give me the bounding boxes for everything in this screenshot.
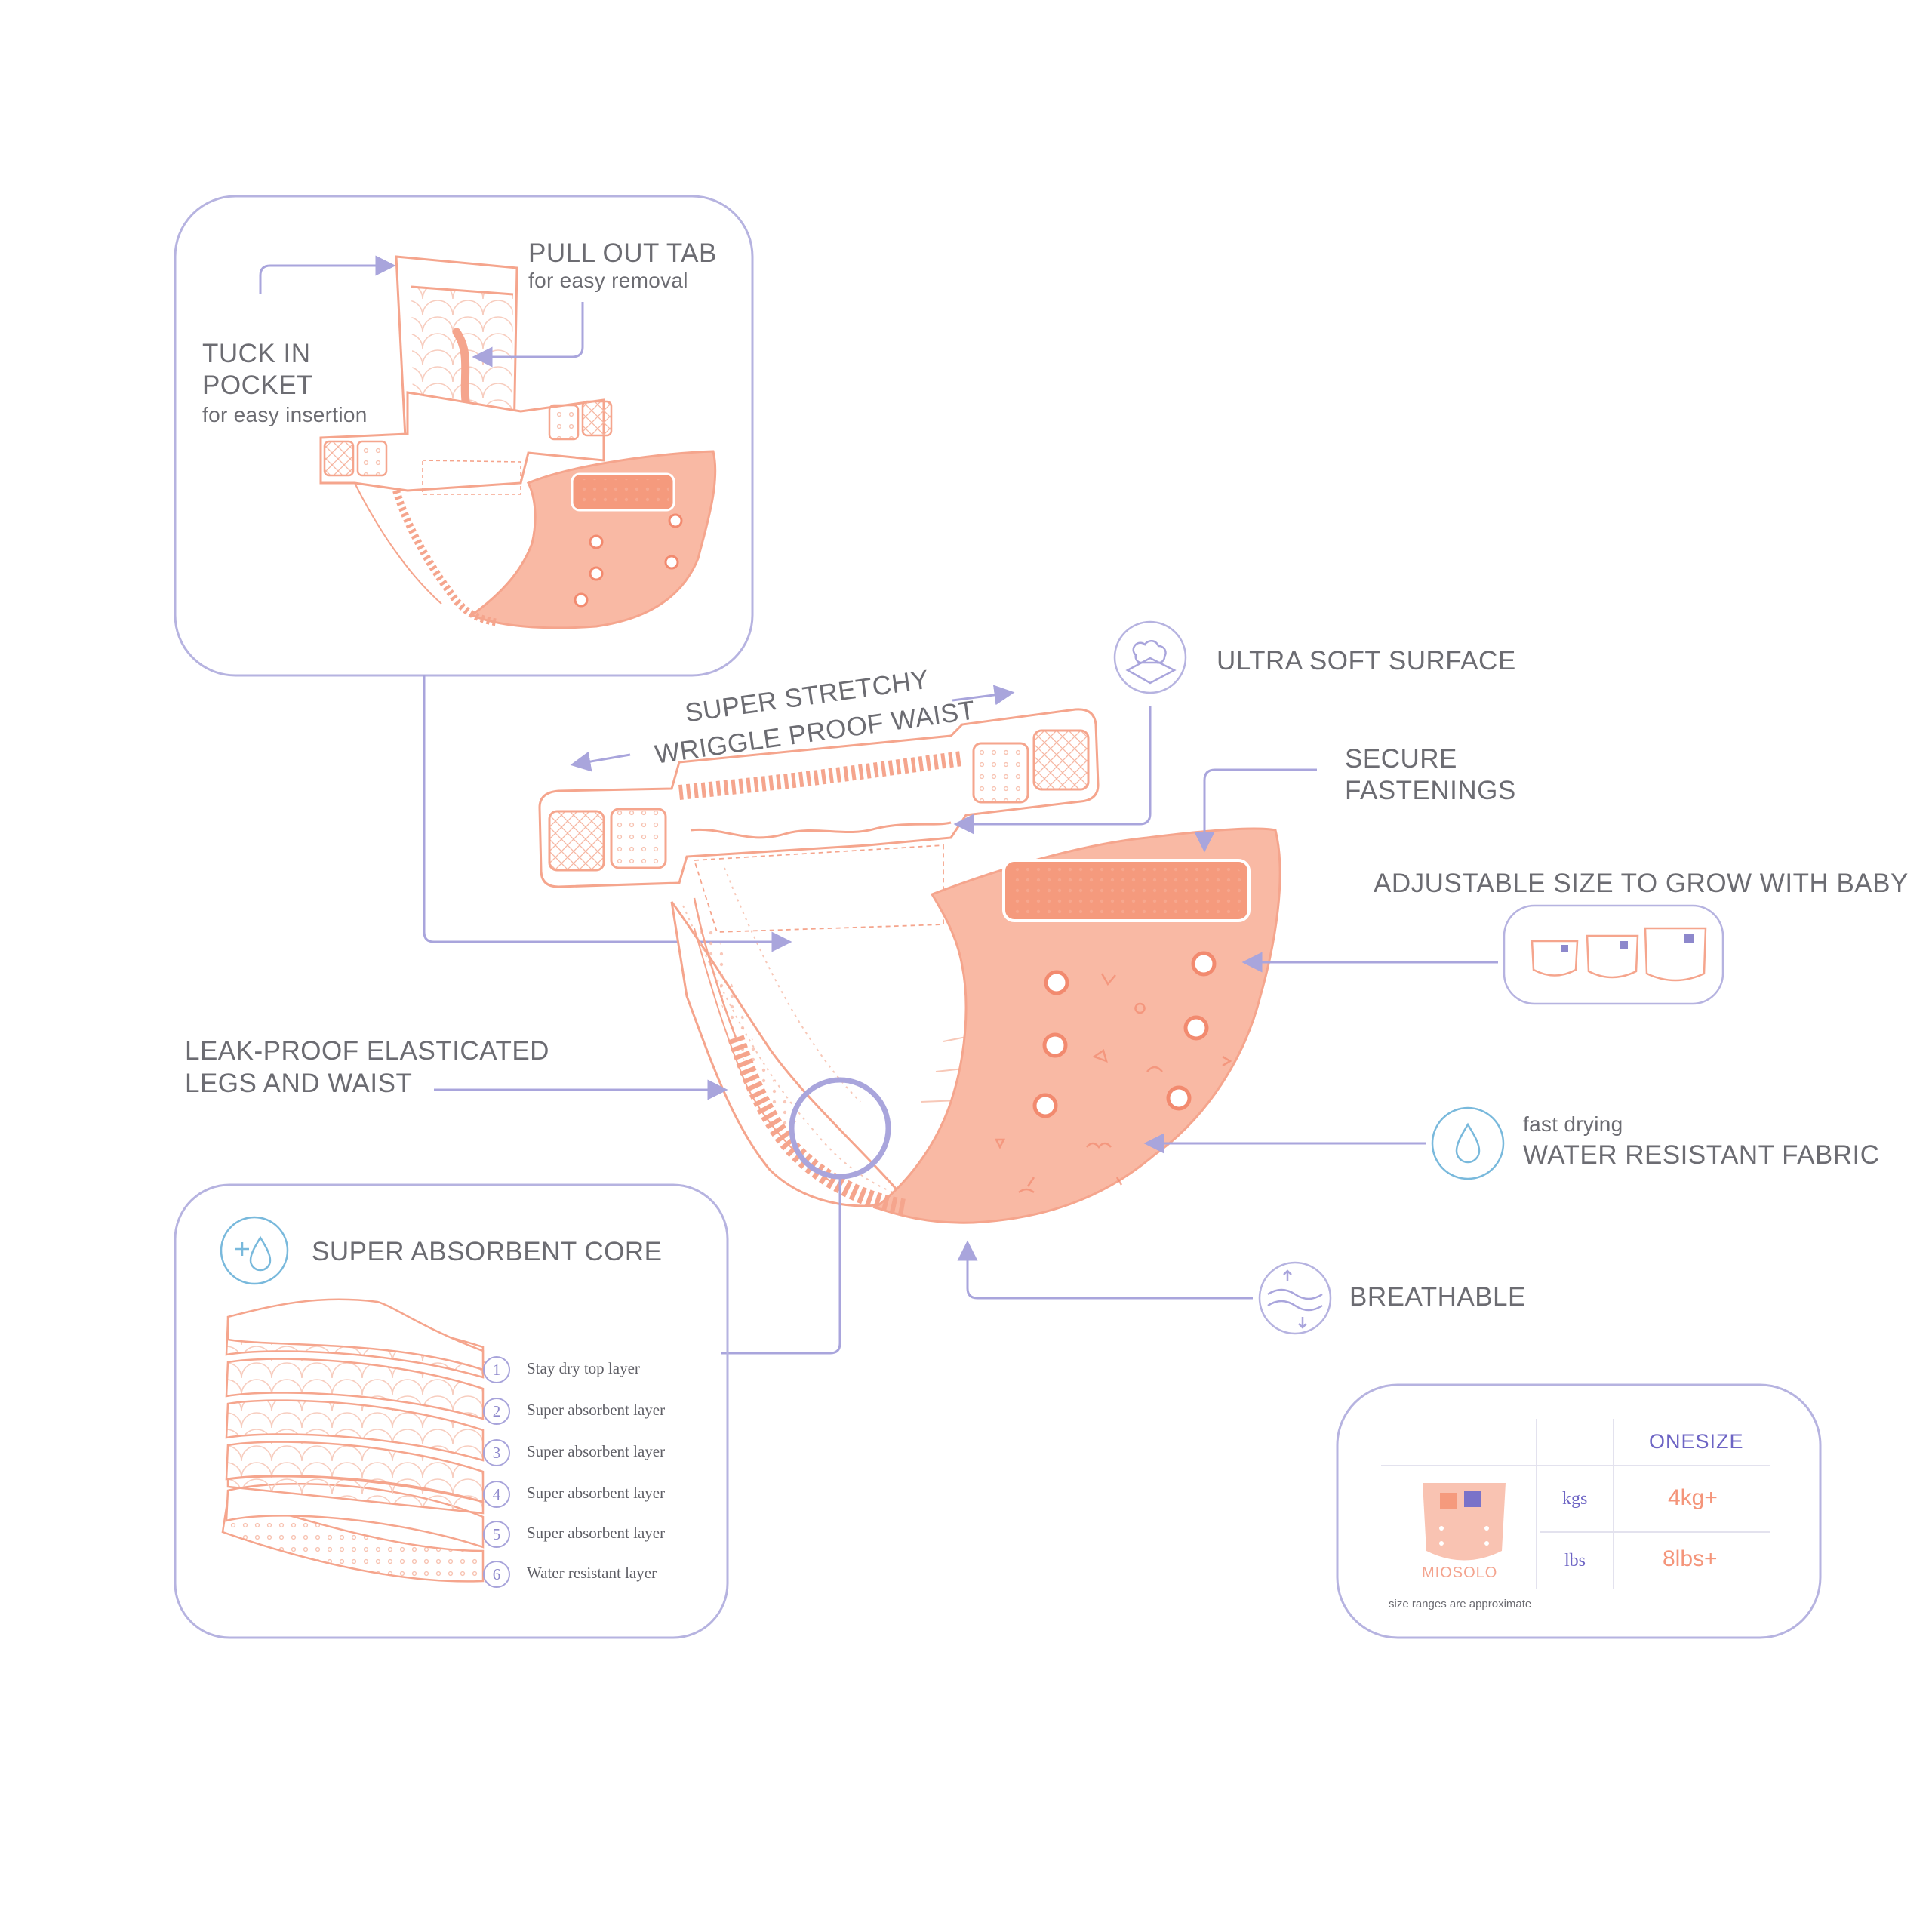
adjustable-box bbox=[1503, 904, 1724, 1005]
tuck-label-line2: POCKET bbox=[202, 371, 313, 400]
secure-arrow bbox=[1194, 768, 1317, 853]
cloud-icon bbox=[1125, 639, 1177, 685]
small-diaper-illustration bbox=[319, 255, 717, 629]
pocket-panel bbox=[174, 195, 754, 677]
tuck-sub: for easy insertion bbox=[202, 403, 368, 426]
layer-label: Super absorbent layer bbox=[527, 1524, 666, 1542]
layer-label: Water resistant layer bbox=[527, 1564, 657, 1582]
layer-number: 2 bbox=[483, 1398, 510, 1425]
value-lbs: 8lbs+ bbox=[1663, 1546, 1718, 1571]
water-resistant-label: WATER RESISTANT FABRIC bbox=[1523, 1140, 1880, 1170]
miosolo-diaper-icon bbox=[1423, 1483, 1506, 1561]
layer-label: Super absorbent layer bbox=[527, 1484, 666, 1502]
pull-arrow bbox=[472, 302, 584, 368]
diaper-size-icon bbox=[1531, 927, 1707, 982]
secure-label-line1: SECURE bbox=[1345, 744, 1457, 774]
breathable-label: BREATHABLE bbox=[1349, 1282, 1526, 1312]
breathable-icon-ring bbox=[1258, 1261, 1332, 1335]
fast-drying-label: fast drying bbox=[1523, 1112, 1623, 1136]
drop-plus-icon-ring bbox=[220, 1216, 289, 1285]
panel-connector bbox=[423, 675, 792, 952]
ultra-soft-icon-ring bbox=[1113, 620, 1187, 694]
core-panel bbox=[174, 1183, 729, 1639]
leak-label-line1: LEAK-PROOF ELASTICATED bbox=[185, 1036, 549, 1066]
drop-plus-icon bbox=[235, 1235, 272, 1272]
zoom-circle bbox=[789, 1077, 891, 1180]
size-tag-small bbox=[1561, 945, 1568, 952]
core-layers bbox=[221, 1298, 485, 1583]
zoom-connector bbox=[721, 1177, 841, 1355]
layer-number: 4 bbox=[483, 1481, 510, 1508]
value-kgs: 4kg+ bbox=[1668, 1485, 1718, 1510]
breathable-arrow bbox=[957, 1240, 1253, 1300]
ultra-soft-label: ULTRA SOFT SURFACE bbox=[1217, 646, 1516, 675]
layer-label: Super absorbent layer bbox=[527, 1442, 666, 1460]
adjustable-label: ADJUSTABLE SIZE TO GROW WITH BABY bbox=[1374, 869, 1909, 898]
size-tag-medium bbox=[1620, 941, 1628, 949]
brand-name: MIOSOLO bbox=[1422, 1564, 1498, 1581]
unit-lbs: lbs bbox=[1564, 1551, 1586, 1571]
stretch-arrow-left bbox=[570, 751, 631, 772]
unit-kgs: kgs bbox=[1562, 1489, 1588, 1509]
layer-number: 1 bbox=[483, 1356, 510, 1383]
water-drop-icon bbox=[1455, 1122, 1481, 1164]
layer-number: 5 bbox=[483, 1521, 510, 1548]
pull-tab-label: PULL OUT TAB bbox=[528, 238, 717, 268]
size-tag-large bbox=[1684, 934, 1694, 943]
size-table-panel bbox=[1336, 1383, 1822, 1639]
core-title: SUPER ABSORBENT CORE bbox=[312, 1237, 663, 1266]
pull-tab-sub: for easy removal bbox=[528, 269, 688, 292]
layer-label: Super absorbent layer bbox=[527, 1401, 666, 1419]
size-header: ONESIZE bbox=[1649, 1430, 1744, 1453]
layer-number: 6 bbox=[483, 1561, 510, 1588]
main-diaper-illustration bbox=[538, 708, 1281, 1224]
water-icon-ring bbox=[1431, 1106, 1505, 1180]
layer-number: 3 bbox=[483, 1439, 510, 1466]
leak-label-line2: LEGS AND WAIST bbox=[185, 1069, 413, 1098]
size-note: size ranges are approximate bbox=[1389, 1598, 1532, 1611]
secure-label-line2: FASTENINGS bbox=[1345, 776, 1516, 805]
airflow-icon bbox=[1267, 1269, 1323, 1329]
layer-label: Stay dry top layer bbox=[527, 1359, 640, 1377]
ultra-soft-arrow bbox=[953, 706, 1152, 835]
stretch-arrow-right bbox=[952, 685, 1015, 706]
tuck-label-line1: TUCK IN bbox=[202, 339, 311, 368]
tuck-arrow bbox=[259, 255, 396, 294]
